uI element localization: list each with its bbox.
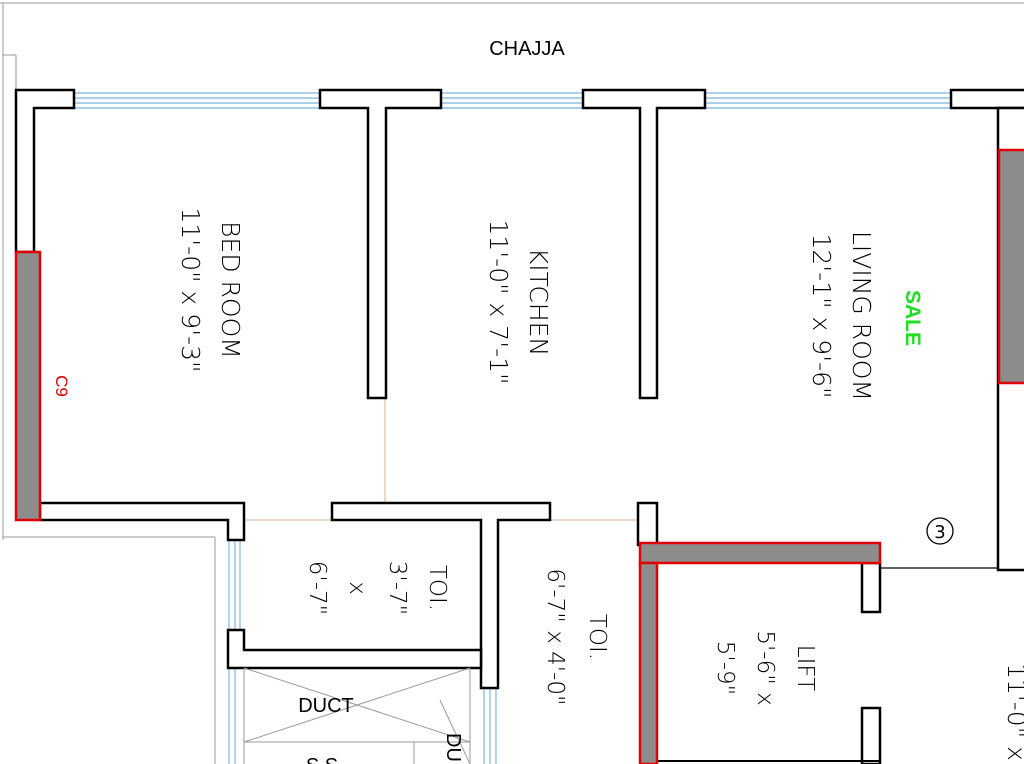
duct-hatch [243,667,471,764]
toilet2-name: TOI. [584,614,610,660]
toilet2-label: TOI. 6'-7" x 4'-0" [542,568,610,705]
living-size: 12'-1" x 9'-6" [807,233,836,398]
toilet1-dim1: 3'-7" [384,561,410,615]
toilet1-label: TOI. 3'-7" x 6'-7" [304,561,450,615]
living-name: LIVING ROOM [847,231,876,401]
chajja-label: CHAJJA [489,38,565,60]
columns [14,148,1024,764]
kitchen-label: KITCHEN 11'-0" x 7'-1" [484,219,553,384]
lift-label: LIFT 5'-6" x 5'-9" [712,630,818,705]
top-windows [74,92,951,109]
wall-kitchen-living [581,88,707,400]
wall-duct-top [226,628,483,670]
opening-lines [244,398,638,521]
column-c9 [14,250,42,522]
column-tag-text: C9 [52,375,71,397]
toilet1-times: x [344,581,370,595]
duct-partial-label: DU [442,733,464,762]
column-right [997,148,1024,385]
status-text: SALE [901,290,924,346]
partial-right-label: 11'-0" x [1002,663,1024,761]
wall-bedroom-kitchen [318,88,443,400]
wall-lift-stub [636,501,659,547]
walls [14,88,1024,764]
bedroom-label: BED ROOM 11'-0" x 9'-3" [176,207,245,372]
column-lift-left [638,561,659,764]
kitchen-name: KITCHEN [524,248,553,356]
lift-dim2: 5'-9" [712,641,738,695]
flat-number-circle [926,517,954,545]
toilet1-name: TOI. [424,565,450,611]
bedroom-name: BED ROOM [216,221,245,359]
duct-label: DUCT [298,695,354,717]
wall-top-left-corner [14,88,76,254]
flat-number: 3 [934,522,945,543]
wall-top-right-corner [949,88,1024,110]
wall-lift-right-bottom [860,706,882,764]
wall-bedroom-bottom [38,501,246,542]
living-label: LIVING ROOM 12'-1" x 9'-6" [807,231,876,401]
wall-lift-right-top [860,561,882,614]
partial-right-size: 11'-0" x [1002,663,1024,761]
lift-name: LIFT [792,645,818,691]
column-tag: C9 [52,375,71,397]
partial-bottom-label: S S [306,755,338,764]
bedroom-size: 11'-0" x 9'-3" [176,207,205,372]
lift-dim1: 5'-6" x [752,630,778,705]
wall-toilets-divider [330,501,552,690]
column-lift-top [638,541,882,565]
toilet2-size: 6'-7" x 4'-0" [542,568,568,705]
toilet1-dim2: 6'-7" [304,561,330,615]
status-label: SALE [901,290,924,346]
kitchen-size: 11'-0" x 7'-1" [484,219,513,384]
